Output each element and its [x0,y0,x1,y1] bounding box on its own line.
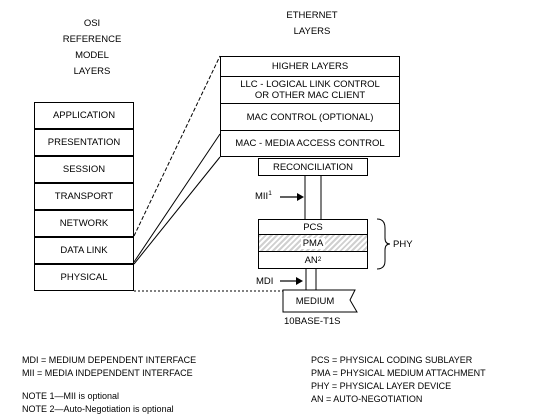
higher-layers-box: HIGHER LAYERS [220,56,400,76]
pma-label: PMA [300,237,326,249]
legend-item: AN = AUTO-NEGOTIATION [311,394,423,404]
osi-layer-presentation: PRESENTATION [34,129,134,156]
medium-shape [282,289,358,313]
physical-connector [133,156,221,265]
osi-layer-data-link: DATA LINK [34,237,134,264]
legend-right: PCS = PHYSICAL CODING SUBLAYER PMA = PHY… [311,355,486,405]
llc-box: LLC - LOGICAL LINK CONTROL OR OTHER MAC … [220,76,400,104]
reconciliation-box: RECONCILIATION [258,158,368,176]
osi-layer-physical: PHYSICAL [34,264,134,291]
osi-header-line: OSI [83,18,101,29]
osi-header: OSI REFERENCE MODEL LAYERS [52,18,132,77]
an-text: AN [304,254,318,266]
osi-header-line: REFERENCE [62,34,122,45]
note-item: NOTE 2—Auto-Negotiation is optional [22,404,174,414]
medium-label: MEDIUM [295,296,335,307]
legend-item: MII = MEDIA INDEPENDENT INTERFACE [22,368,193,378]
llc-line: OR OTHER MAC CLIENT [254,90,366,101]
datalink-upper-connector [133,55,221,237]
note-item: NOTE 1—MII is optional [22,391,120,401]
legend-left: MDI = MEDIUM DEPENDENT INTERFACE MII = M… [22,355,196,415]
datalink-lower-connector [133,133,221,263]
mac-box: MAC - MEDIA ACCESS CONTROL [220,130,400,157]
mdi-label: MDI [256,276,274,287]
osi-layer-session: SESSION [34,156,134,183]
osi-header-line: MODEL [75,50,109,61]
legend-item: PCS = PHYSICAL CODING SUBLAYER [311,355,473,365]
phy-brace [376,218,391,270]
phy-label: PHY [393,239,413,250]
pcs-box: PCS [258,219,368,235]
mii-note-ref: 1 [268,190,272,197]
mii-label: MII1 [255,190,272,202]
legend-item: PMA = PHYSICAL MEDIUM ATTACHMENT [311,368,486,378]
osi-header-line: LAYERS [73,66,111,77]
llc-line: LLC - LOGICAL LINK CONTROL [240,79,380,90]
legend-item: MDI = MEDIUM DEPENDENT INTERFACE [22,355,197,365]
mii-text: MII [255,191,269,202]
legend-item: PHY = PHYSICAL LAYER DEVICE [311,381,452,391]
osi-layer-transport: TRANSPORT [34,183,134,210]
ethernet-header: ETHERNET LAYERS [272,10,352,37]
osi-layer-application: APPLICATION [34,102,134,129]
ethernet-header-line: ETHERNET [286,10,338,21]
pma-box: PMA [258,235,368,252]
medium-type-label: 10BASE-T1S [284,316,341,327]
mac-control-box: MAC CONTROL (OPTIONAL) [220,103,400,131]
ethernet-header-line: LAYERS [293,26,331,37]
osi-layer-network: NETWORK [34,210,134,237]
